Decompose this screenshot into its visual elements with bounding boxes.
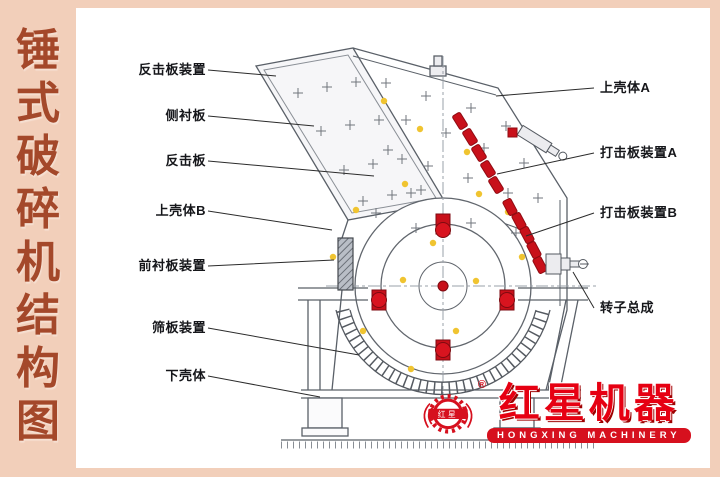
registered-mark: ® [477,378,486,391]
rotor-shaft-assembly [545,253,589,275]
cross-marks [293,77,543,238]
diagram-panel: 反击板装置 侧衬板 反击板 上壳体B 前衬板装置 筛板装置 下壳体 上壳体A 打… [76,8,710,468]
diagram-label: 转子总成 [600,300,655,315]
impact-plate-chain-a [452,112,504,194]
emblem-text: 红星 [438,408,459,418]
diagram-label: 下壳体 [165,368,206,383]
diagram-label: 上壳体A [600,80,651,95]
diagram-label: 反击板装置 [138,62,206,77]
brand-subtitle: HONGXING MACHINERY [487,428,691,444]
hammer-assemblies [371,213,515,361]
diagram-label: 前衬板装置 [138,258,206,273]
leader-lines [207,69,595,398]
base-and-legs [281,287,596,449]
casing-outline [331,47,568,391]
page-title: 锤式破碎机结构图 [16,26,60,446]
gear-logo-icon: 红星 ® [418,379,486,443]
diagram-label: 打击板装置B [600,205,678,220]
brand-name: 红星机器 [498,380,679,426]
top-bolt-assembly [516,124,568,161]
diagram-label: 反击板 [165,153,206,168]
diagram-label: 筛板装置 [151,320,206,335]
front-liner [337,237,354,291]
diagram-label: 打击板装置A [600,145,678,160]
crusher-diagram [207,47,596,449]
diagram-label: 侧衬板 [165,108,206,123]
yellow-dots [329,97,526,373]
brand-logo: 红星 ® 红星机器 HONGXING MACHINERY [418,379,691,444]
diagram-label: 上壳体B [155,203,206,218]
center-lines [326,56,596,423]
impact-plate-chain-b [502,198,548,274]
